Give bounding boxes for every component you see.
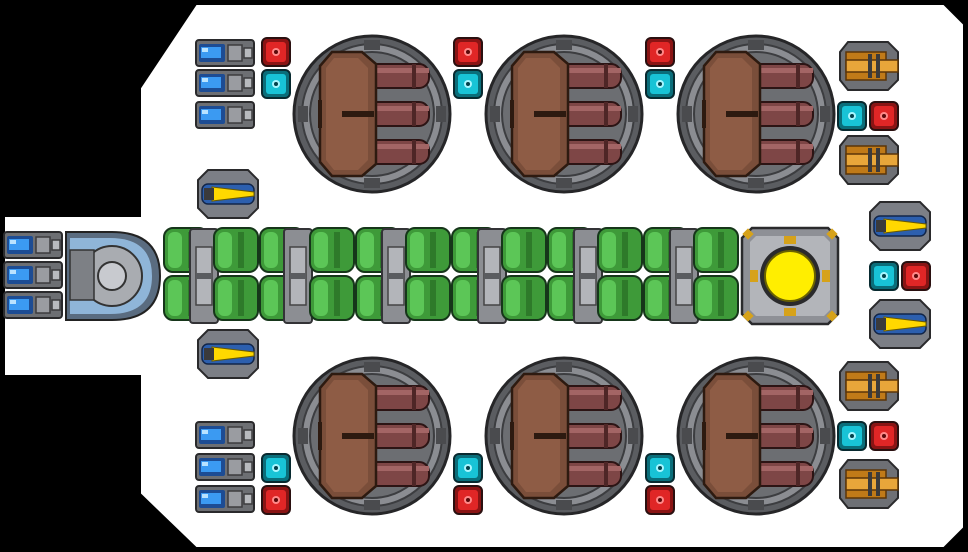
- thruster-front-1: [3, 231, 63, 259]
- cannon-top-2: [839, 135, 899, 185]
- railgun-upper-left: [197, 169, 259, 219]
- thruster-tl-1: [195, 39, 255, 67]
- thruster-bl-2: [195, 453, 255, 481]
- turret-top-2: [484, 34, 644, 194]
- thruster-front-group: [3, 231, 63, 319]
- cannon-top-1: [839, 41, 899, 91]
- turret-top-1: [292, 34, 452, 194]
- turret-bottom-3: [676, 356, 836, 516]
- thruster-tl-2: [195, 69, 255, 97]
- thruster-bl-3: [195, 485, 255, 513]
- thruster-front-3: [3, 291, 63, 319]
- thruster-bl-1: [195, 421, 255, 449]
- thruster-front-2: [3, 261, 63, 289]
- thruster-tl-3: [195, 101, 255, 129]
- railgun-lower-right: [869, 299, 931, 349]
- turret-bottom-1: [292, 356, 452, 516]
- cannon-bottom-2: [839, 459, 899, 509]
- command-module: [65, 231, 162, 321]
- turret-top-3: [676, 34, 836, 194]
- turret-bottom-2: [484, 356, 644, 516]
- reactor-core: [740, 226, 840, 326]
- railgun-upper-right: [869, 201, 931, 251]
- cannon-bottom-1: [839, 361, 899, 411]
- railgun-lower-left: [197, 329, 259, 379]
